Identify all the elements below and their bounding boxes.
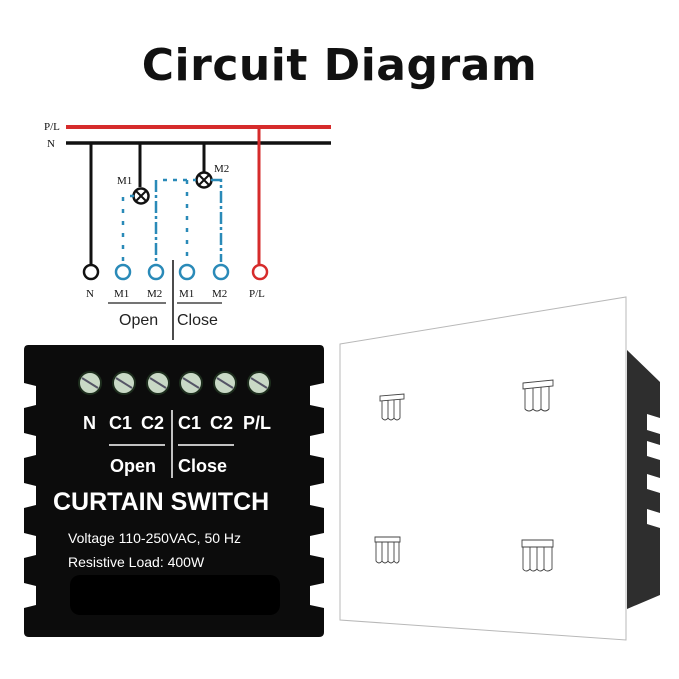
terminal-label: M1	[179, 288, 194, 300]
terminal-open-m1-icon	[114, 263, 132, 281]
terminal-label: M1	[114, 288, 129, 300]
curtain-switch-module	[24, 345, 324, 637]
module-terminal-label: N	[83, 413, 96, 433]
group-label-open: Open	[119, 312, 158, 329]
lamp-m2-icon	[195, 171, 213, 189]
terminal-close-m1-icon	[178, 263, 196, 281]
curtain-icon	[379, 393, 405, 421]
terminal-n-icon	[82, 263, 100, 281]
module-terminal-label: C2	[210, 413, 233, 433]
module-spec-load: Resistive Load: 400W	[68, 554, 205, 570]
terminal-label: N	[86, 288, 94, 300]
module-group-label-close: Close	[178, 456, 227, 476]
module-terminal-label: C2	[141, 413, 164, 433]
terminal-label: M2	[212, 288, 227, 300]
screw-icon	[78, 371, 102, 395]
curtain-icon	[522, 379, 554, 412]
terminal-label: P/L	[249, 288, 265, 300]
screw-icon	[179, 371, 203, 395]
curtain-icon	[374, 536, 401, 564]
touch-panel	[339, 296, 660, 641]
bus-label-live: P/L	[44, 121, 60, 133]
motor-label-m1: M1	[117, 175, 132, 187]
module-group-label-open: Open	[110, 456, 156, 476]
bus-label-neutral: N	[47, 138, 55, 150]
lamp-m1-icon	[132, 187, 150, 205]
screw-icon	[247, 371, 271, 395]
module-terminal-label: P/L	[243, 413, 271, 433]
page-title: Circuit Diagram	[141, 40, 538, 91]
terminal-label: M2	[147, 288, 162, 300]
screw-icon	[146, 371, 170, 395]
curtain-icon	[521, 539, 554, 572]
wiring-terminals	[82, 263, 269, 281]
screw-icon	[213, 371, 237, 395]
module-spec-voltage: Voltage 110-250VAC, 50 Hz	[68, 530, 241, 546]
screw-icon	[112, 371, 136, 395]
motor-label-m2: M2	[214, 163, 229, 175]
panel-buttons[interactable]	[374, 379, 554, 572]
terminal-pl-icon	[251, 263, 269, 281]
terminal-close-m2-icon	[212, 263, 230, 281]
module-name: CURTAIN SWITCH	[53, 488, 269, 516]
module-screws	[78, 371, 271, 395]
group-label-close: Close	[177, 312, 218, 329]
module-terminal-label: C1	[109, 413, 132, 433]
terminal-open-m2-icon	[147, 263, 165, 281]
module-terminal-label: C1	[178, 413, 201, 433]
motor-wires	[121, 178, 223, 262]
